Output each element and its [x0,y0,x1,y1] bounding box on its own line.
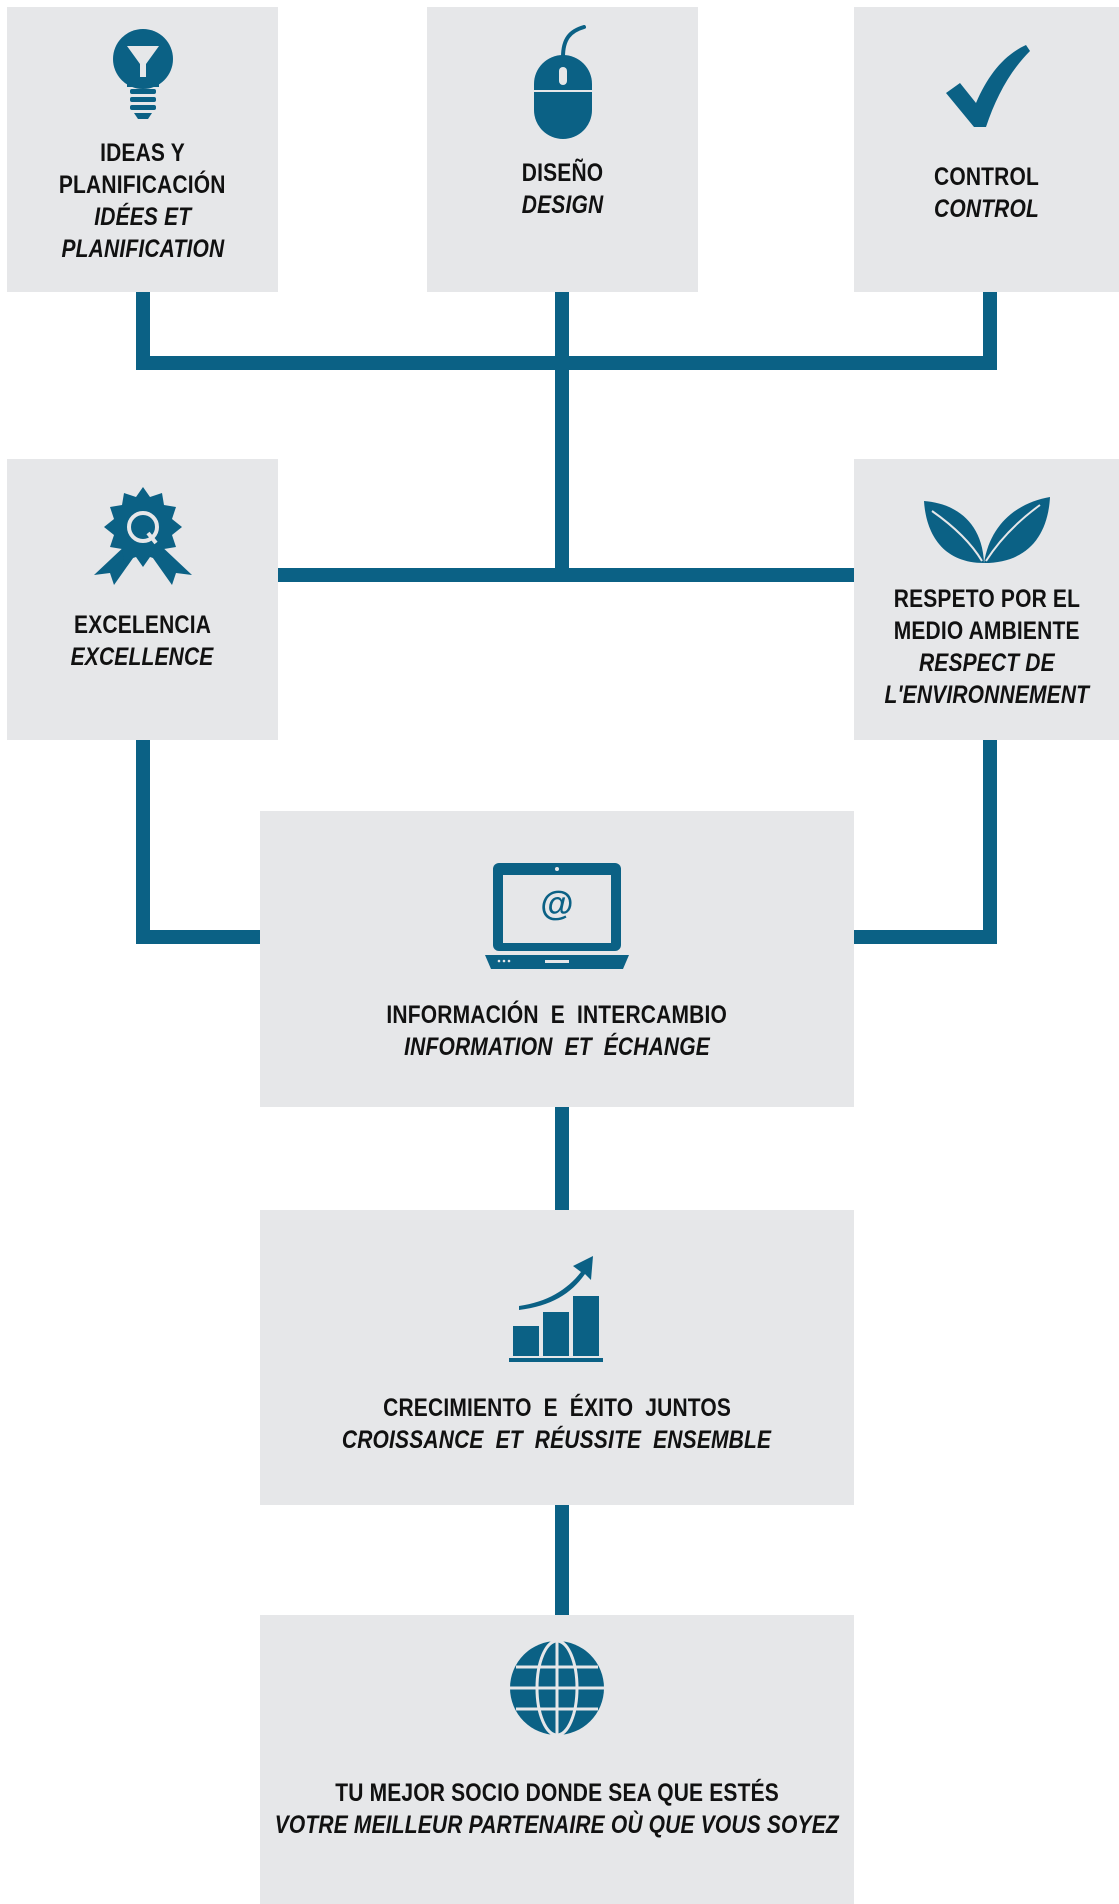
control-label-es: CONTROL [934,163,1039,191]
ideas-label-es-1: IDEAS Y [100,139,185,167]
partner-label-es: TU MEJOR SOCIO DONDE SEA QUE ESTÉS [335,1779,779,1807]
connector-environment-to-info [854,930,997,944]
control-label-fr: CONTROL [934,195,1039,223]
growth-label-es: CRECIMIENTO E ÉXITO JUNTOS [383,1394,731,1422]
connector-excellence-to-info [136,930,260,944]
environment-label-fr-2: L'ENVIRONNEMENT [884,681,1089,709]
node-design: DISEÑO DESIGN [427,7,698,292]
ideas-label-fr-1: IDÉES ET [93,203,192,231]
environment-label-es-2: MEDIO AMBIENTE [893,617,1080,645]
information-label-fr: INFORMATION ET ÉCHANGE [404,1033,710,1061]
svg-text:@: @ [540,885,573,923]
connector-growth-to-partner [555,1505,569,1615]
design-label-es: DISEÑO [521,159,604,187]
connector-info-to-growth [555,1107,569,1210]
node-environment: RESPETO POR EL MEDIO AMBIENTE RESPECT DE… [854,459,1119,740]
connector-middle-horizontal [278,568,854,582]
information-label-es: INFORMACIÓN E INTERCAMBIO [386,1001,728,1029]
checkmark-icon [942,41,1032,131]
node-information: @ INFORMACIÓN E INTERCAMBIO INFORMATION … [260,811,854,1107]
node-excellence: EXCELENCIA EXCELLENCE [7,459,278,740]
design-label-fr: DESIGN [521,191,604,219]
growth-chart-icon [507,1254,607,1364]
globe-icon [506,1637,608,1739]
connector-ideas-down [136,292,150,366]
excellence-label-fr: EXCELLENCE [71,643,214,671]
node-control: CONTROL CONTROL [854,7,1119,292]
growth-label-fr: CROISSANCE ET RÉUSSITE ENSEMBLE [342,1426,772,1454]
ideas-label-fr-2: PLANIFICATION [61,235,224,263]
mouse-icon [528,25,598,143]
connector-excellence-down [136,740,150,942]
node-growth: CRECIMIENTO E ÉXITO JUNTOS CROISSANCE ET… [260,1210,854,1505]
connector-environment-down [983,740,997,942]
node-ideas: IDEAS Y PLANIFICACIÓN IDÉES ET PLANIFICA… [7,7,278,292]
connector-design-down [555,292,569,572]
quality-badge-icon [88,485,198,585]
ideas-label-es-2: PLANIFICACIÓN [59,171,226,199]
environment-label-fr-1: RESPECT DE [918,649,1055,677]
excellence-label-es: EXCELENCIA [73,611,212,639]
node-partner: TU MEJOR SOCIO DONDE SEA QUE ESTÉS VOTRE… [260,1615,854,1904]
laptop-email-icon: @ [485,859,629,973]
partner-label-fr: VOTRE MEILLEUR PARTENAIRE OÙ QUE VOUS SO… [274,1811,840,1839]
leaves-icon [922,489,1052,569]
lightbulb-icon [112,29,174,125]
environment-label-es-1: RESPETO POR EL [893,585,1080,613]
connector-control-down [983,292,997,366]
connector-top-horizontal [136,356,997,370]
